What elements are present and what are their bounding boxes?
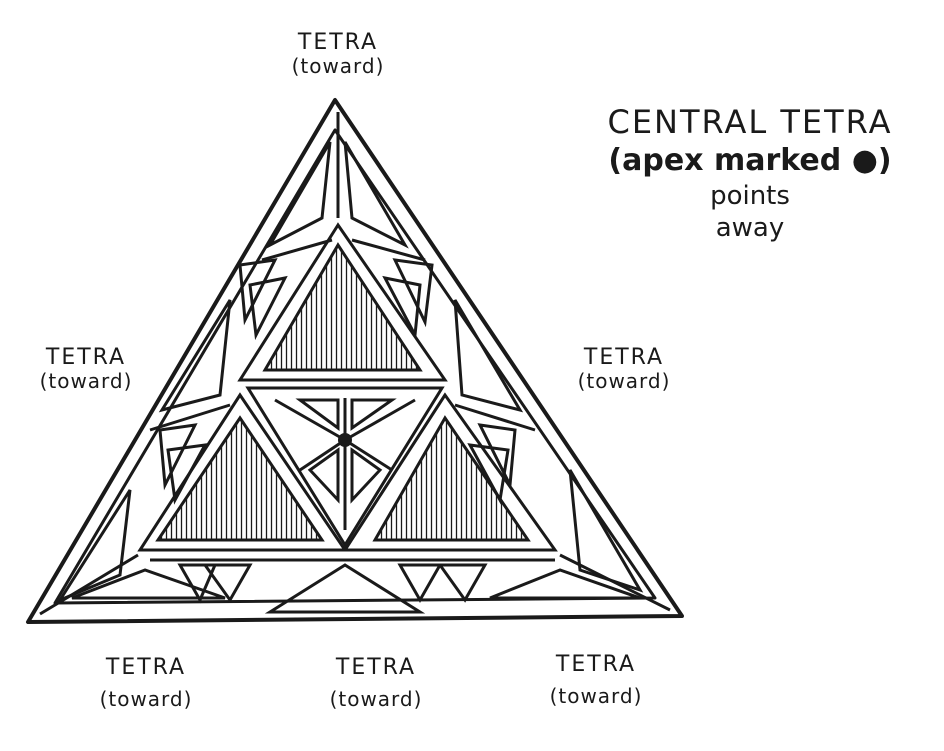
sub-triangle-center	[245, 386, 445, 548]
label-name: TETRA	[45, 345, 127, 370]
corner-truss-right	[489, 469, 671, 612]
central-apex-dot	[338, 433, 352, 447]
outer-frame-outer	[26, 98, 684, 624]
label-direction: (toward)	[329, 687, 423, 712]
label-tetra-bottom-mid: TETRA (toward)	[306, 655, 446, 711]
central-tetra-caption: CENTRAL TETRA (apex marked ●) points awa…	[570, 102, 930, 245]
hatched-face-top	[262, 242, 423, 372]
sub-triangle-top	[237, 222, 448, 382]
caption-title: CENTRAL TETRA	[607, 103, 893, 141]
outer-frame-inner	[53, 128, 657, 605]
label-tetra-left: TETRA (toward)	[26, 345, 146, 393]
label-name: TETRA	[297, 30, 379, 55]
hatched-face-left	[155, 415, 325, 542]
label-tetra-top: TETRA (toward)	[278, 30, 398, 78]
label-direction: (toward)	[291, 54, 385, 79]
label-tetra-right: TETRA (toward)	[562, 345, 686, 393]
label-direction: (toward)	[99, 687, 193, 712]
corner-truss-top	[266, 112, 409, 249]
label-tetra-bottom-left: TETRA (toward)	[76, 655, 216, 711]
label-name: TETRA	[583, 345, 665, 370]
caption-apex-note: (apex marked ●)	[608, 143, 892, 178]
label-name: TETRA	[335, 655, 417, 680]
central-tetra-struts	[274, 398, 416, 530]
corner-truss-left	[39, 489, 226, 616]
label-direction: (toward)	[577, 369, 671, 394]
caption-points: points	[710, 180, 790, 211]
label-direction: (toward)	[39, 369, 133, 394]
edge-truss-bottom	[150, 558, 555, 614]
label-name: TETRA	[105, 655, 187, 680]
label-tetra-bottom-right: TETRA (toward)	[526, 652, 666, 708]
label-name: TETRA	[555, 652, 637, 677]
edge-truss-right	[351, 238, 536, 505]
label-direction: (toward)	[549, 684, 643, 709]
edge-truss-left	[149, 238, 333, 505]
sub-triangle-right	[342, 392, 558, 552]
caption-away: away	[715, 213, 785, 243]
hatched-face-right	[372, 415, 531, 542]
